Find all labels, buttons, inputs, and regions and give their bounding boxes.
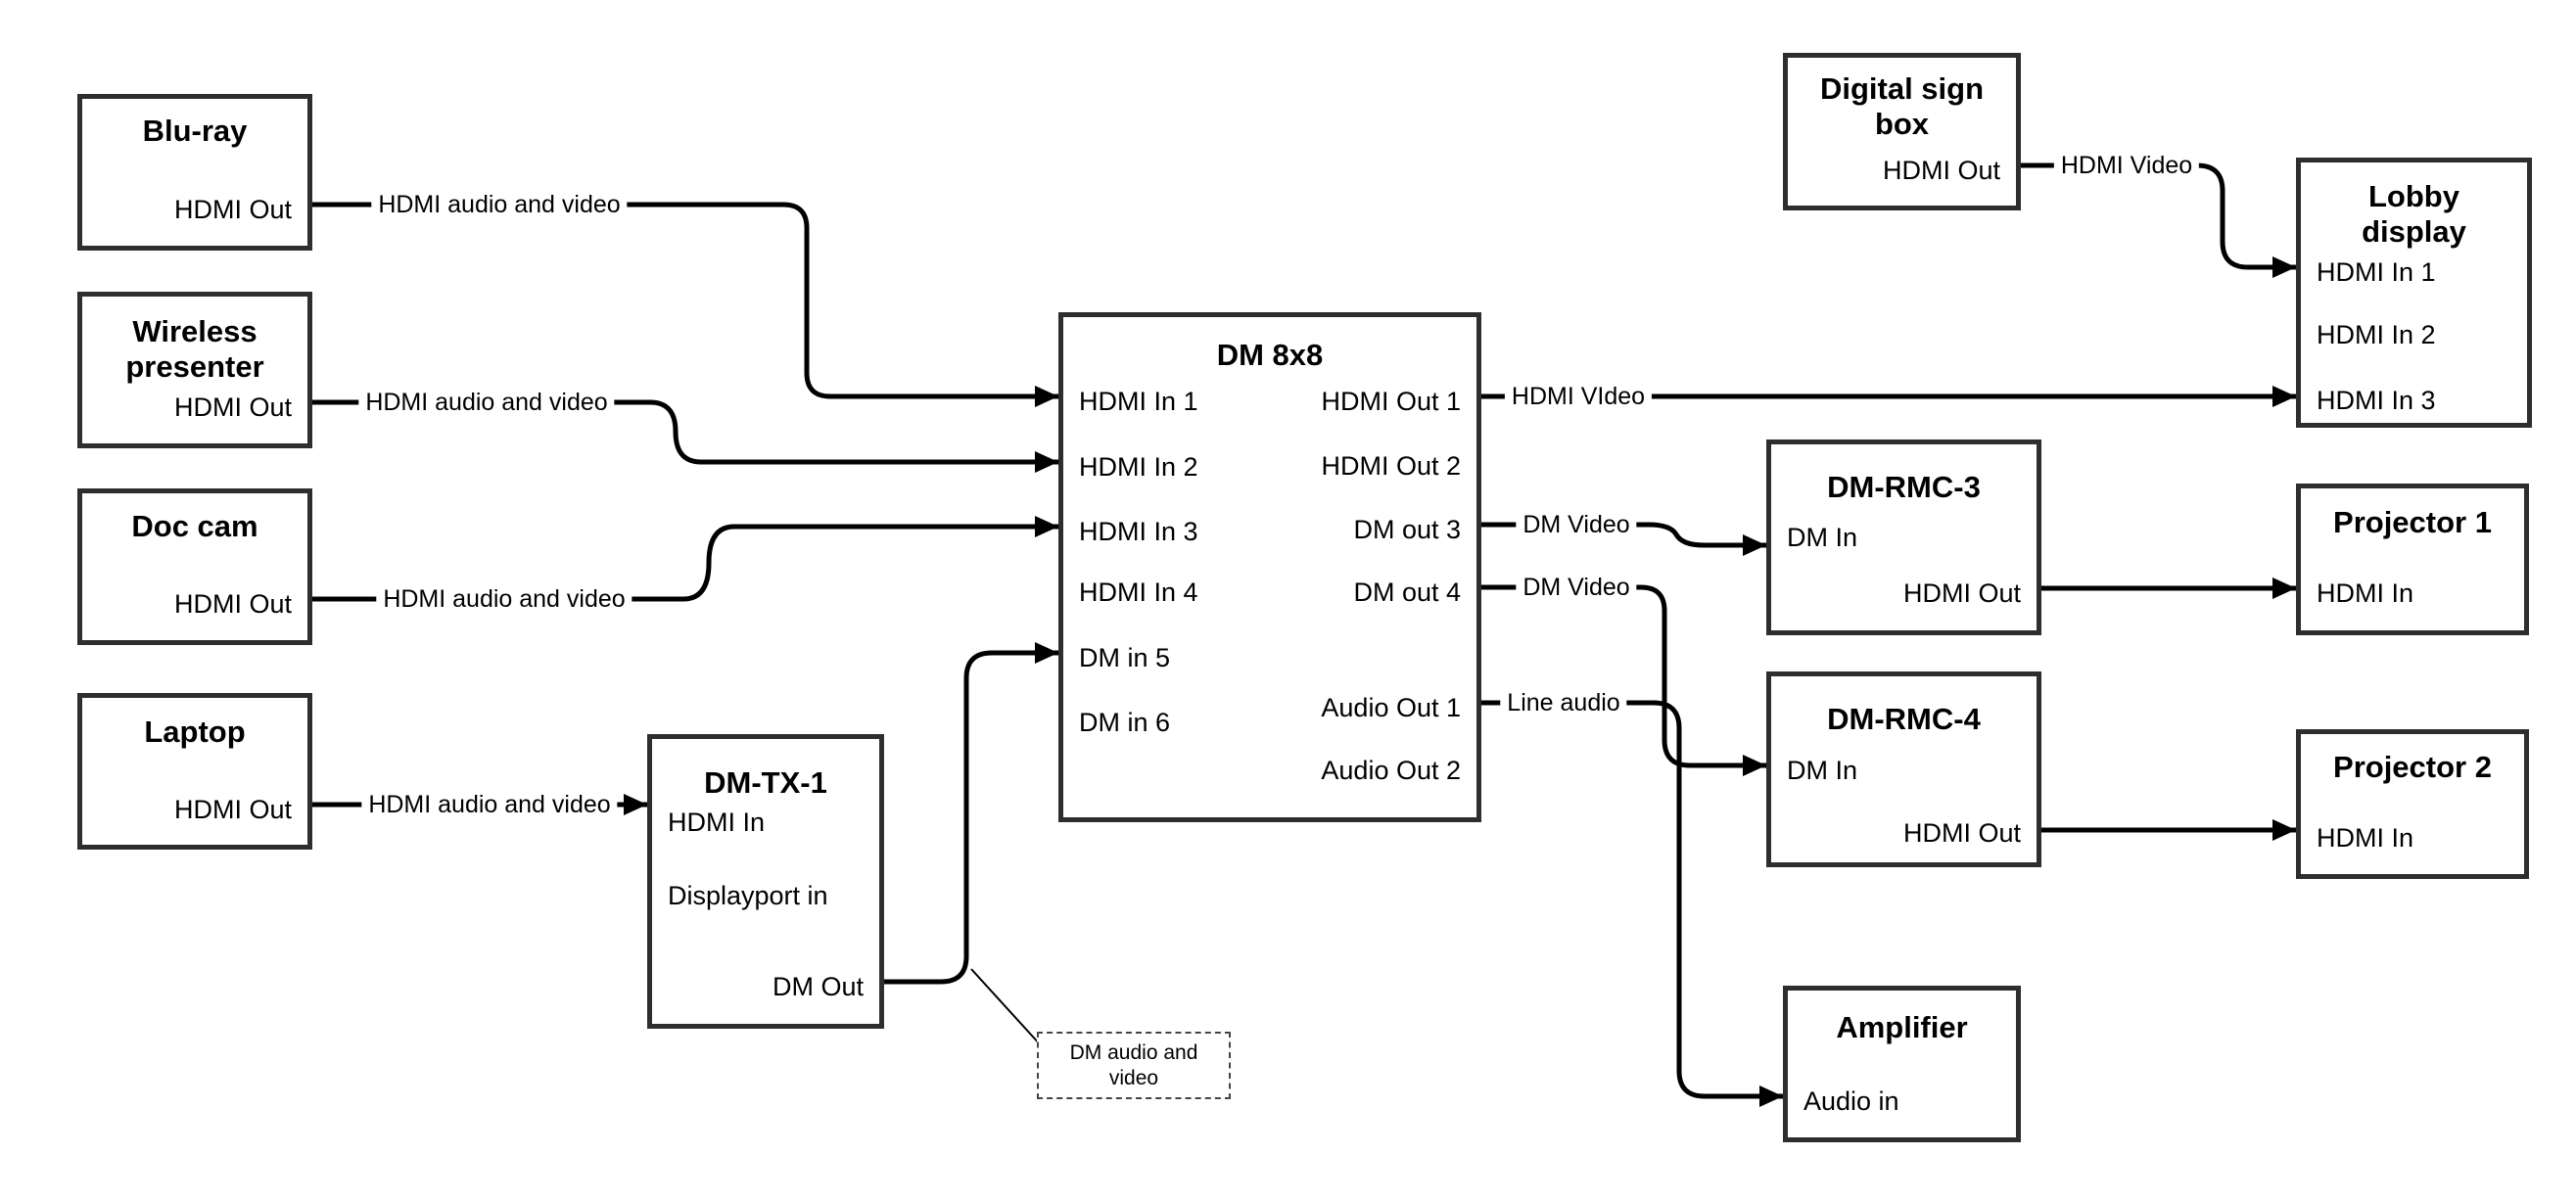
port-label: HDMI In: [668, 808, 766, 837]
node-title: DM-RMC-4: [1827, 702, 1981, 736]
port-label: HDMI Out: [173, 589, 292, 619]
port-label: DM In: [1787, 523, 1858, 552]
node-title: Digital sign box: [1819, 71, 1985, 141]
wire-label: DM Video: [1516, 511, 1637, 538]
port-label: DM In: [1787, 756, 1858, 785]
port-label: HDMI In 2: [1079, 452, 1198, 482]
port-label: Displayport in: [668, 881, 828, 910]
port-label: HDMI Out: [173, 195, 292, 224]
port-label: Audio Out 1: [1321, 693, 1461, 722]
port-label: HDMI In 3: [1079, 517, 1198, 546]
port-label: HDMI Out: [173, 393, 292, 422]
port-label: DM in 6: [1079, 708, 1171, 737]
node-title: DM-RMC-3: [1827, 470, 1981, 504]
wire-label: HDMI audio and video: [376, 585, 632, 613]
port-label: HDMI In 2: [2317, 320, 2436, 349]
wire-wireless-to-dm8x8-hdmi-in-2: [312, 399, 1058, 473]
port-label: HDMI In 1: [1079, 387, 1198, 416]
wire-label: HDMI audio and video: [371, 191, 628, 218]
node-title: DM-TX-1: [704, 765, 827, 800]
wire-doccam-to-dm8x8-hdmi-in-3: [312, 516, 1058, 602]
wire-label: HDMI Video: [2053, 152, 2200, 179]
node-projector-2: Projector 2 HDMI In: [2296, 729, 2529, 879]
port-label: Audio in: [1803, 1086, 1899, 1116]
port-label: HDMI Out: [173, 795, 292, 824]
node-projector-1: Projector 1 HDMI In: [2296, 484, 2529, 635]
node-dm-rmc-4: DM-RMC-4 DM In HDMI Out: [1766, 671, 2041, 867]
wire-note-leader: [970, 968, 1042, 1046]
wire-dmtx1-to-dm8x8-dm-in-5: [884, 642, 1058, 985]
port-label: HDMI In 3: [2317, 386, 2436, 415]
port-label: Audio Out 2: [1321, 756, 1461, 785]
callout-note: DM audio and video: [1037, 1032, 1231, 1099]
wire-dm8x8-dm-out-3-to-dmrmc3-dm-in: [1481, 522, 1766, 556]
port-label: HDMI Out 2: [1321, 451, 1461, 481]
port-label: HDMI In 1: [2317, 257, 2436, 287]
node-title: Doc cam: [131, 509, 258, 543]
node-title: Wireless presenter: [125, 314, 264, 384]
wire-label: DM Video: [1516, 574, 1637, 601]
port-label: DM Out: [772, 972, 864, 1001]
port-label: HDMI In: [2317, 823, 2414, 853]
port-label: HDMI Out: [1902, 818, 2021, 848]
node-title: Blu-ray: [142, 114, 248, 148]
wire-label: HDMI audio and video: [358, 389, 615, 416]
port-label: HDMI Out 1: [1321, 387, 1461, 416]
port-label: HDMI Out: [1902, 578, 2021, 608]
port-label: HDMI In 4: [1079, 577, 1198, 607]
port-label: HDMI In: [2317, 578, 2414, 608]
node-title: Projector 2: [2333, 750, 2492, 784]
port-label: HDMI Out: [1882, 156, 2000, 185]
wire-signbox-to-lobby-hdmi-in-1: [2021, 162, 2296, 278]
node-dm-rmc-3: DM-RMC-3 DM In HDMI Out: [1766, 439, 2041, 635]
node-title: Amplifier: [1836, 1010, 1968, 1044]
wire-dm8x8-audio-out-1-to-amplifier-audio-in: [1481, 700, 1783, 1107]
wire-label: Line audio: [1500, 689, 1627, 716]
node-title: Laptop: [144, 715, 246, 749]
wire-bluray-to-dm8x8-hdmi-in-1: [312, 202, 1058, 407]
wire-label: HDMI audio and video: [361, 791, 618, 818]
node-title: Lobby display: [2362, 179, 2466, 249]
port-label: DM in 5: [1079, 643, 1171, 672]
port-label: DM out 4: [1353, 577, 1461, 607]
wire-dm8x8-dm-out-4-to-dmrmc4-dm-in: [1481, 584, 1766, 776]
node-title: DM 8x8: [1216, 338, 1324, 372]
port-label: DM out 3: [1353, 515, 1461, 544]
node-title: Projector 1: [2333, 505, 2492, 539]
wire-label: HDMI VIdeo: [1504, 383, 1653, 410]
